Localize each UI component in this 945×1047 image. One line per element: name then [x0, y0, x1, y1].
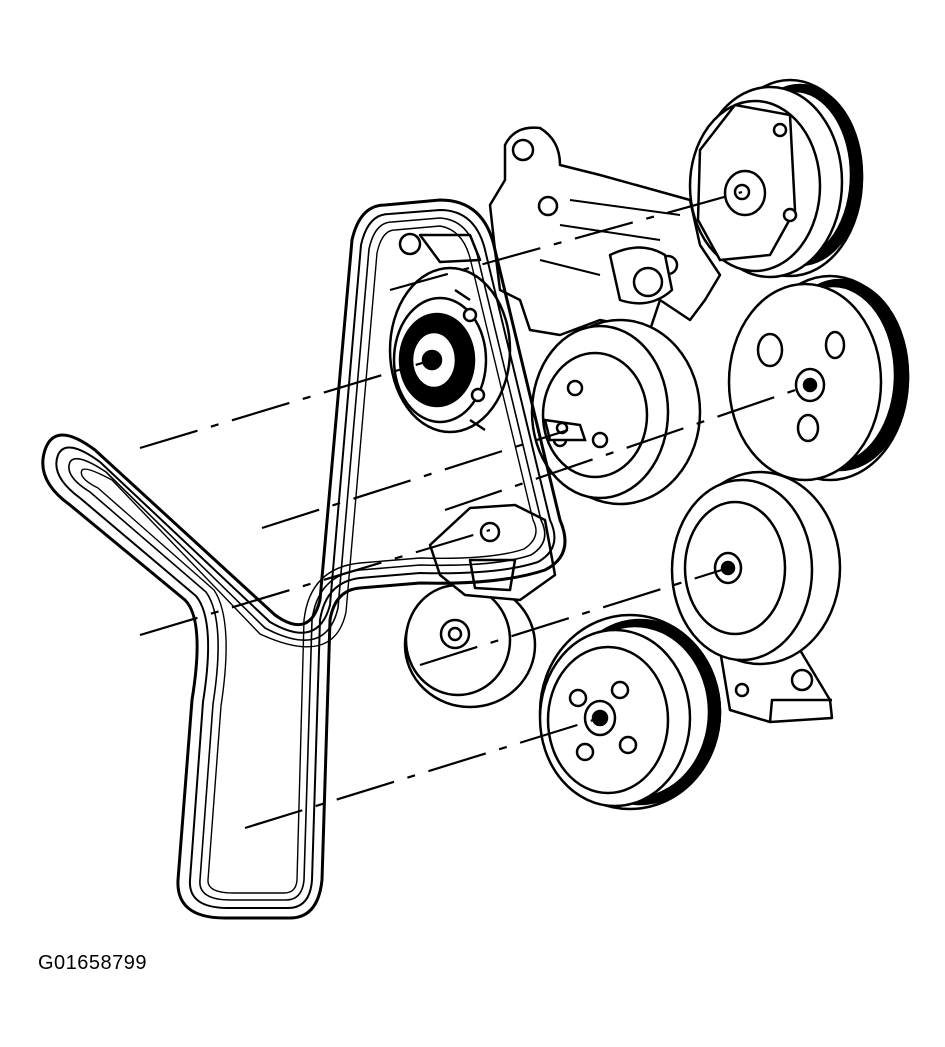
- engine-bracket: [398, 126, 722, 337]
- centerline-crankshaft: [244, 716, 601, 830]
- right-lower-idler-pulley: [670, 470, 842, 666]
- centerline-tensioner-bracket: [139, 528, 491, 637]
- tensioner-pulley: [388, 266, 512, 434]
- crankshaft-pulley: [538, 613, 722, 811]
- centerline-right-idler: [419, 566, 729, 667]
- serpentine-belt: [41, 198, 567, 920]
- centerline-power-steering: [444, 383, 811, 512]
- centerline-water-pump: [261, 428, 569, 530]
- figure-code: G01658799: [38, 952, 148, 974]
- routing-centerlines: [139, 190, 811, 830]
- water-pump-pulley: [530, 318, 702, 506]
- centerline-top-right: [389, 190, 743, 292]
- lower-idler-pulley: [403, 581, 537, 709]
- top-right-pulley: [688, 78, 864, 279]
- right-middle-pulley: [727, 274, 910, 482]
- centerline-tensioner: [139, 358, 433, 450]
